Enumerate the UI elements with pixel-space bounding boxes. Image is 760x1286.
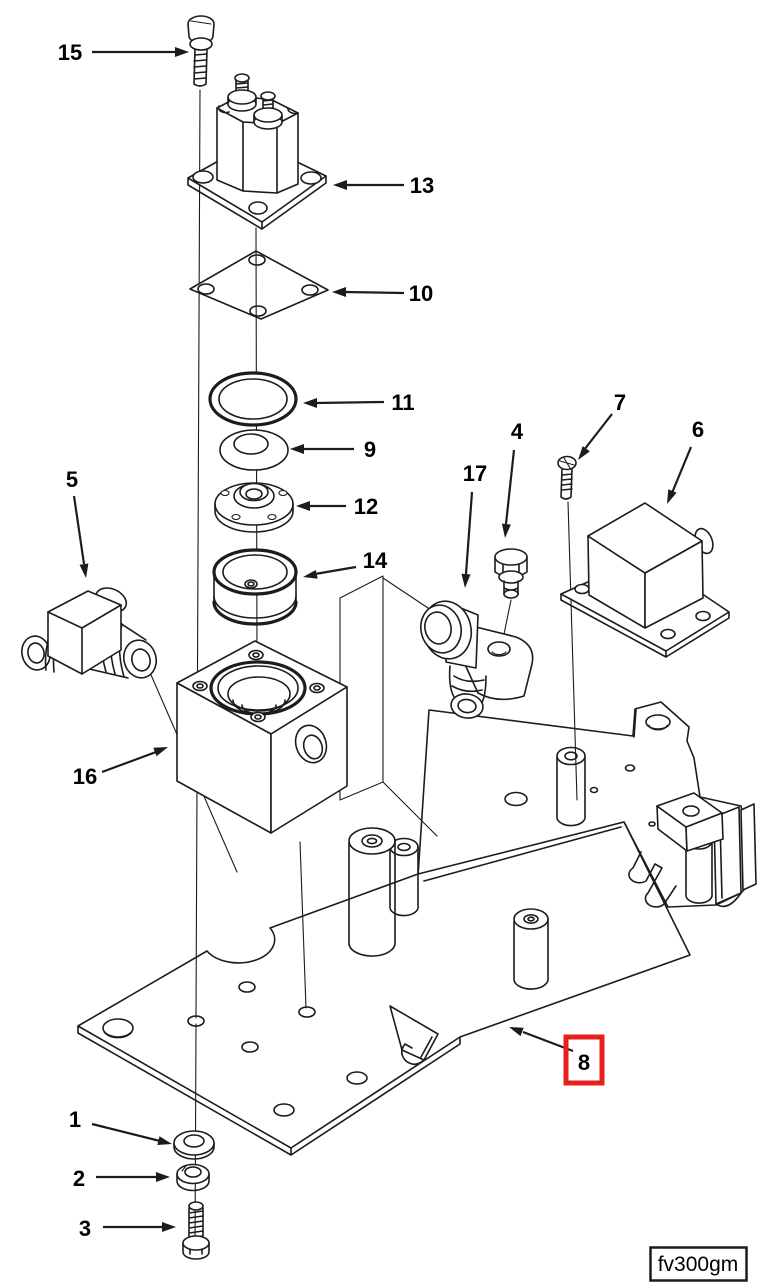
callout-16: 16 [73, 747, 168, 789]
highlight-box-part-8 [563, 1034, 605, 1086]
part-8-mounting-plate [77, 701, 757, 1156]
part-13-solenoid-valve [187, 73, 327, 230]
part-4-vent-plug [494, 548, 528, 599]
callout-15-label: 15 [58, 40, 82, 65]
part-17-elbow-fitting [420, 600, 534, 719]
part-5-tee-fitting [21, 587, 158, 679]
callout-17: 17 [461, 461, 487, 588]
callout-10: 10 [332, 281, 433, 306]
callout-11-label: 11 [391, 390, 414, 415]
callout-12-label: 12 [354, 494, 378, 519]
callout-7: 7 [578, 390, 626, 460]
standoff-cylinder [513, 908, 549, 990]
callout-5: 5 [66, 467, 89, 578]
callout-8: 8 [509, 1027, 605, 1086]
callout-3: 3 [79, 1216, 176, 1241]
part-12-retainer-hub [214, 482, 294, 533]
callout-11: 11 [303, 390, 415, 415]
part-2-lock-washer [176, 1163, 210, 1192]
callout-15: 15 [58, 40, 189, 65]
part-7-screw [557, 455, 577, 500]
part-1-flat-washer [173, 1130, 215, 1160]
callout-12: 12 [296, 494, 378, 519]
figure-code-text: fv300gm [658, 1253, 739, 1276]
part-14-diaphragm-cap [212, 548, 298, 626]
terminal-stud [253, 91, 283, 130]
callouts: 15 13 10 11 9 12 14 5 [58, 40, 704, 1241]
part-6-cover-box [560, 502, 730, 658]
standoff-cylinder [348, 827, 396, 957]
callout-2: 2 [73, 1166, 170, 1191]
callout-14-label: 14 [363, 548, 388, 573]
plate-hook-tab [389, 1005, 439, 1066]
callout-17-label: 17 [463, 461, 487, 486]
callout-4: 4 [501, 419, 524, 538]
callout-5-label: 5 [66, 467, 78, 492]
callout-8-label: 8 [578, 1050, 590, 1075]
part-11-diaphragm-ring [208, 371, 298, 427]
part-10-gasket [189, 250, 329, 320]
callout-9: 9 [290, 437, 376, 462]
callout-13: 13 [333, 173, 434, 198]
callout-4-label: 4 [511, 419, 524, 444]
callout-7-label: 7 [614, 390, 626, 415]
callout-13-label: 13 [410, 173, 434, 198]
standoff-cylinder [389, 837, 419, 917]
callout-10-label: 10 [409, 281, 433, 306]
callout-6: 6 [667, 417, 704, 504]
callout-9-label: 9 [364, 437, 376, 462]
part-3-bolt [182, 1201, 210, 1260]
part-15-mounting-screw [187, 15, 215, 87]
callout-2-label: 2 [73, 1166, 85, 1191]
callout-1: 1 [69, 1107, 172, 1145]
callout-3-label: 3 [79, 1216, 91, 1241]
part-9-washer-disc [219, 429, 289, 471]
callout-16-label: 16 [73, 764, 97, 789]
callout-14: 14 [303, 548, 388, 579]
callout-6-label: 6 [692, 417, 704, 442]
part-16-valve-body-block [176, 640, 348, 834]
plate-bracket [648, 792, 757, 908]
standoff-cylinder [556, 746, 586, 827]
terminal-stud [227, 73, 257, 112]
callout-1-label: 1 [69, 1107, 81, 1132]
figure-code-box: fv300gm [649, 1246, 748, 1282]
